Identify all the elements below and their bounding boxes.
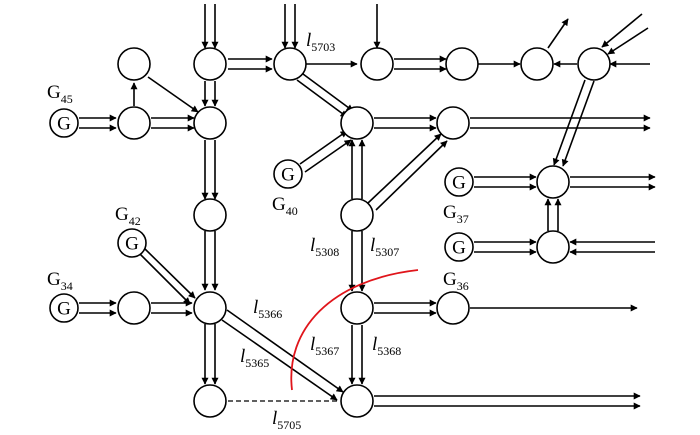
generator-g37: G: [444, 167, 474, 197]
label-l5366: l5366: [253, 297, 282, 321]
generator-g42: G: [117, 228, 147, 258]
bus-node: [340, 291, 374, 325]
connections: [79, 4, 656, 410]
bus-node: [536, 165, 570, 199]
svg-text:G: G: [57, 114, 71, 135]
label-g36: G36: [443, 269, 469, 293]
label-l5365: l5365: [240, 346, 269, 370]
label-l5367: l5367: [310, 334, 339, 358]
svg-text:G: G: [125, 234, 139, 255]
bus-node: [577, 47, 611, 81]
generator-nodes: G G G G G G: [49, 108, 474, 323]
bus-node: [436, 106, 470, 140]
bus-node: [536, 230, 570, 264]
bus-node: [360, 47, 394, 81]
bus-node: [117, 291, 151, 325]
cut-set-curve: [290, 269, 419, 391]
bus-node: [445, 47, 479, 81]
label-g37: G37: [443, 202, 469, 226]
bus-node: [117, 106, 151, 140]
label-g34: G34: [47, 269, 73, 293]
generator-g34: G: [49, 293, 79, 323]
bus-node: [520, 47, 554, 81]
bus-node: [117, 47, 151, 81]
label-l5308: l5308: [310, 235, 339, 259]
svg-text:G: G: [452, 173, 466, 194]
line-labels: l5703 l5308 l5307 l5366 l5365 l5367 l536…: [240, 30, 401, 432]
bus-node: [193, 291, 227, 325]
label-l5307: l5307: [370, 235, 399, 259]
label-l5368: l5368: [372, 334, 401, 358]
bus-node: [193, 47, 227, 81]
generator-g45: G: [49, 108, 79, 138]
svg-text:G: G: [57, 299, 71, 320]
generator-g40: G: [273, 159, 303, 189]
bus-node: [193, 106, 227, 140]
bus-node: [340, 198, 374, 232]
bus-nodes: [117, 47, 611, 418]
bus-node: [340, 106, 374, 140]
label-l5705: l5705: [272, 408, 301, 432]
label-g45: G45: [47, 82, 73, 106]
bus-node: [193, 384, 227, 418]
bus-node: [340, 384, 374, 418]
bus-node: [193, 198, 227, 232]
svg-text:G: G: [452, 238, 466, 259]
generator-g37-lower: G: [444, 232, 474, 262]
label-l5703: l5703: [306, 30, 335, 54]
label-g40: G40: [272, 194, 298, 218]
label-g42: G42: [115, 204, 141, 228]
bus-node: [273, 47, 307, 81]
generator-labels: G45 G40 G42 G34 G37 G36: [47, 82, 469, 293]
svg-text:G: G: [281, 165, 295, 186]
bus-node: [436, 291, 470, 325]
